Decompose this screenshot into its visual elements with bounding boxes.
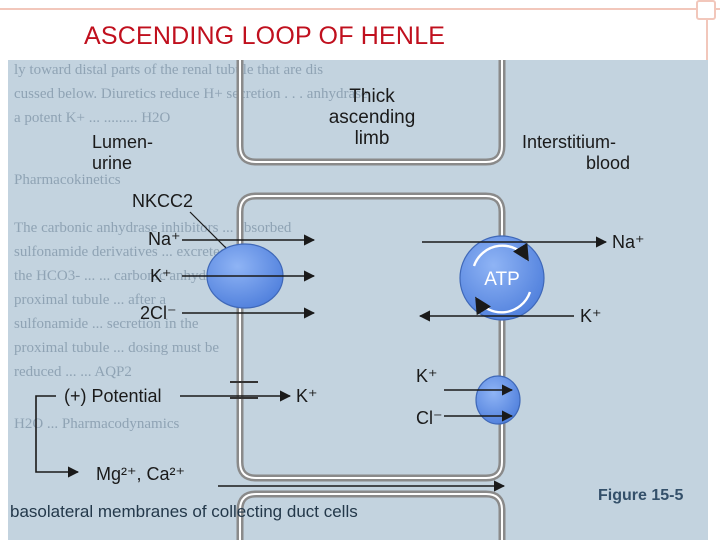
interstitium-label-line-1: Interstitium- [522, 132, 616, 152]
figure-caption-text: basolateral membranes of collecting duct… [10, 502, 358, 521]
svg-text:ly toward distal parts of the: ly toward distal parts of the renal tubu… [14, 62, 323, 78]
blood-na-label: Na⁺ [612, 232, 645, 252]
svg-text:reduced ... ... AQP2: reduced ... ... AQP2 [14, 364, 132, 380]
blood-k-channel-label: K⁺ [416, 366, 438, 386]
svg-text:a potent K+ ... ......... H2O: a potent K+ ... ......... H2O [14, 110, 171, 126]
lumen-k-label: K⁺ [150, 266, 172, 286]
svg-text:Pharmacokinetics: Pharmacokinetics [14, 172, 121, 188]
paracellular-cations-label: Mg²⁺, Ca²⁺ [96, 464, 185, 484]
slide-title: ASCENDING LOOP OF HENLE [84, 22, 446, 50]
lumen-cl-label: 2Cl⁻ [140, 303, 177, 323]
svg-text:sulfonamide derivatives ... ex: sulfonamide derivatives ... excreted fro… [14, 244, 260, 260]
blood-cl-label: Cl⁻ [416, 408, 443, 428]
svg-text:proximal tubule ... dosing mus: proximal tubule ... dosing must be [14, 340, 219, 356]
svg-text:proximal tubule ... after a: proximal tubule ... after a [14, 292, 166, 308]
figure-caption-number: Figure 15-5 [598, 487, 683, 504]
svg-text:the HCO3- ... ... carbonic anh: the HCO3- ... ... carbonic anhydrase [14, 268, 231, 284]
svg-text:sulfonamide ... secretion in t: sulfonamide ... secretion in the [14, 316, 199, 332]
loop-of-henle-figure: ly toward distal parts of the renal tubu… [8, 60, 708, 540]
diagram-canvas: ly toward distal parts of the renal tubu… [10, 60, 683, 540]
pump-cycle-arrow-bottom [474, 291, 532, 316]
limb-label-line-1: Thick [349, 86, 395, 107]
potential-label: (+) Potential [64, 386, 162, 406]
svg-text:H2O ... Pharmacodynamics: H2O ... Pharmacodynamics [14, 416, 180, 432]
background-book-text: ly toward distal parts of the renal tubu… [14, 62, 368, 432]
paracellular-k-label: K⁺ [296, 386, 318, 406]
interstitium-label-line-2: blood [586, 153, 630, 173]
slide-frame-corner [696, 0, 716, 20]
pump-cycle-arrow-top [472, 242, 530, 267]
limb-label-line-3: limb [355, 128, 390, 149]
lumen-label-line-1: Lumen- [92, 132, 153, 152]
lumen-label-line-2: urine [92, 153, 132, 173]
lumen-na-label: Na⁺ [148, 229, 181, 249]
svg-text:cussed below. Diuretics reduce: cussed below. Diuretics reduce H+ secret… [14, 86, 368, 102]
slide-frame-top [0, 8, 720, 10]
potential-feedback-arrow [35, 395, 80, 478]
tubule-cell-walls-inner [239, 60, 503, 540]
svg-text:The carbonic anhydrase inhibit: The carbonic anhydrase inhibitors ... ab… [14, 220, 292, 236]
blood-k-pump-label: K⁺ [580, 306, 602, 326]
atp-label: ATP [484, 269, 520, 290]
nkcc2-label: NKCC2 [132, 191, 193, 211]
limb-label-line-2: ascending [329, 107, 416, 128]
